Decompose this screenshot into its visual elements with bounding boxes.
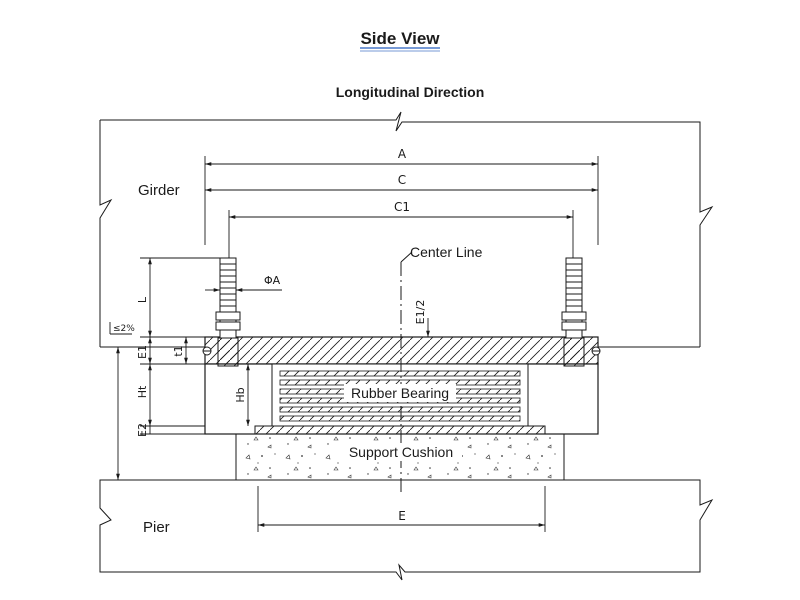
dim-e1-label: E1 (136, 345, 149, 359)
side-screw-left (202, 346, 212, 356)
anchor-bolt-left (215, 257, 241, 367)
dim-ht-label: Ht (136, 385, 149, 398)
anchor-bolt-right (561, 257, 587, 367)
dim-e2-label: E2 (136, 423, 149, 437)
bottom-plate (254, 425, 546, 435)
page-title: Side View (360, 29, 440, 48)
support-cushion-label: Support Cushion (349, 444, 453, 460)
pier-label: Pier (143, 519, 170, 536)
pier-outline (99, 479, 714, 581)
center-line-leader (400, 251, 413, 263)
dim-slope-label: ≤2% (113, 324, 135, 334)
rubber-bearing-label: Rubber Bearing (351, 385, 449, 401)
subtitle: Longitudinal Direction (336, 84, 485, 100)
dim-e-label: E (398, 509, 406, 523)
dim-l-label: L (136, 296, 149, 303)
dim-c-label: C (398, 173, 406, 187)
support-cushion-label-bg (340, 443, 462, 461)
dim-t1-label: t1 (172, 345, 185, 356)
girder-label: Girder (138, 182, 180, 199)
dim-phia-label: ΦA (264, 274, 281, 287)
dim-hb-label: Hb (234, 387, 247, 402)
girder-outline (99, 111, 714, 347)
dim-a-label: A (398, 147, 407, 161)
center-line-label: Center Line (410, 244, 483, 260)
side-screw-right (591, 346, 601, 356)
dim-c1-label: C1 (394, 200, 410, 214)
rubber-bearing-label-bg (344, 384, 456, 402)
dim-e1-half-label: E1/2 (414, 300, 427, 325)
slope-symbol (109, 322, 132, 335)
